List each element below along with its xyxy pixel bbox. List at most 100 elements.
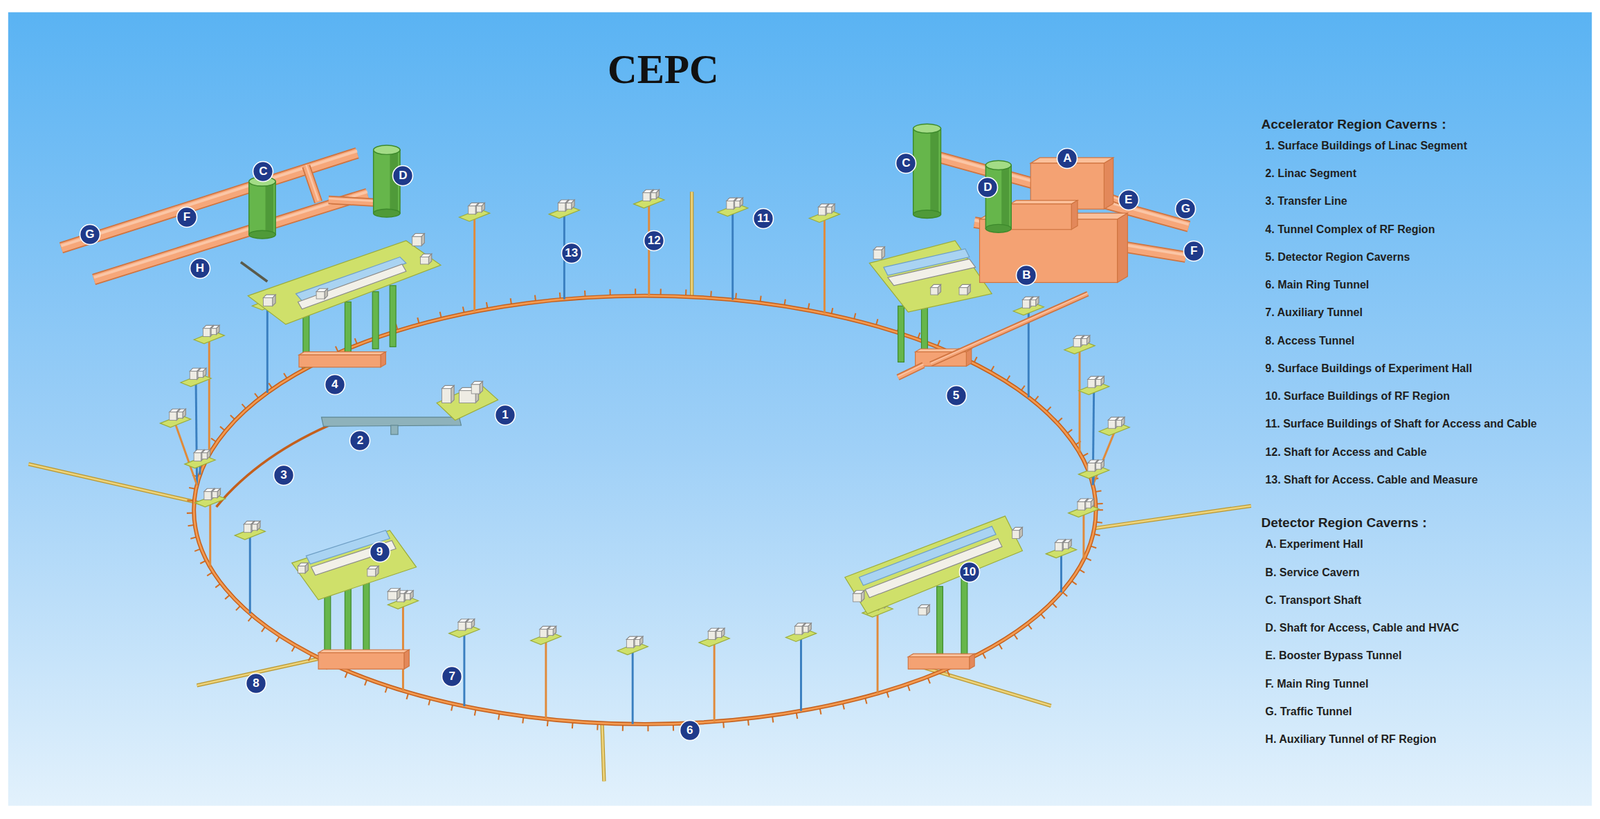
- surface-pad: [436, 383, 498, 421]
- vertical-shaft: [898, 305, 905, 362]
- cavern-block: [298, 352, 386, 356]
- access-tunnel: [689, 191, 694, 296]
- shaft-cylinder-shade: [1001, 165, 1009, 229]
- long-building: [311, 540, 396, 576]
- access-tunnel: [1094, 505, 1252, 529]
- building: [642, 193, 650, 202]
- access-tunnel: [28, 464, 199, 504]
- cavern-block: [969, 653, 975, 670]
- building: [926, 604, 930, 616]
- building: [451, 385, 454, 403]
- access-tunnel: [690, 191, 693, 296]
- list-item: G. Traffic Tunnel: [1265, 705, 1352, 719]
- shaft-line: [473, 218, 476, 313]
- building: [177, 412, 183, 419]
- building: [193, 453, 201, 462]
- building: [466, 622, 472, 629]
- main-ring-tunnel-segment: [60, 152, 358, 248]
- building: [202, 453, 207, 460]
- building: [826, 206, 832, 214]
- cavern-block: [318, 649, 409, 653]
- access-tunnel: [915, 665, 1052, 706]
- callout-number: D: [391, 168, 414, 183]
- shaft-line: [208, 503, 212, 567]
- list-item: 10. Surface Buildings of RF Region: [1265, 390, 1450, 403]
- shaft-cylinder-shade: [930, 128, 939, 215]
- list-item: 1. Surface Buildings of Linac Segment: [1265, 139, 1468, 153]
- list-item: 9. Surface Buildings of Experiment Hall: [1265, 362, 1472, 376]
- building: [458, 622, 466, 631]
- cavern-block: [1071, 200, 1078, 230]
- building: [305, 563, 308, 574]
- building: [410, 591, 414, 600]
- cavern-block: [404, 649, 409, 670]
- callout-number: A: [1056, 151, 1079, 166]
- building: [1116, 420, 1122, 427]
- list-item: A. Experiment Hall: [1265, 538, 1363, 551]
- shaft-line: [1078, 350, 1081, 453]
- callout-number: B: [1015, 268, 1038, 283]
- callout-number: 8: [244, 676, 268, 691]
- callout-number: D: [976, 180, 999, 195]
- building: [421, 233, 425, 247]
- building: [881, 247, 885, 260]
- linac-group: [216, 381, 499, 507]
- cavern-block: [1117, 213, 1129, 283]
- shaft-line: [800, 638, 803, 712]
- list-item: H. Auxiliary Tunnel of RF Region: [1265, 733, 1436, 747]
- shaft-cylinder: [913, 128, 942, 215]
- building: [831, 204, 835, 214]
- list-item: 8. Access Tunnel: [1265, 334, 1355, 348]
- building: [1077, 501, 1085, 511]
- building: [1090, 498, 1094, 508]
- building: [1086, 335, 1090, 345]
- callout-number: 2: [348, 433, 371, 448]
- list-item: 4. Tunnel Complex of RF Region: [1265, 223, 1435, 236]
- callout-number: 11: [752, 211, 775, 226]
- building: [251, 524, 257, 531]
- callout-circle: 8: [244, 672, 268, 695]
- shaft-line: [1092, 432, 1115, 486]
- building: [548, 629, 553, 636]
- callout-circle: 5: [945, 384, 968, 407]
- transfer-line: [216, 421, 340, 508]
- callout-number: 1: [494, 408, 517, 423]
- callout-number: G: [1174, 202, 1197, 216]
- cable-stub: [240, 262, 268, 282]
- building: [918, 608, 927, 616]
- callout-number: H: [188, 261, 212, 276]
- building: [404, 593, 410, 600]
- access-tunnel: [602, 722, 605, 783]
- building: [739, 197, 743, 207]
- shaft-line: [544, 641, 547, 720]
- shaft-line: [1060, 555, 1063, 593]
- building: [1062, 542, 1068, 549]
- callout-circle: F: [1182, 240, 1205, 263]
- callout-circle: 6: [678, 719, 702, 742]
- building: [860, 591, 864, 603]
- building: [471, 384, 480, 394]
- building: [428, 253, 432, 265]
- surface-platform: [844, 516, 1023, 670]
- cavern-block: [1103, 157, 1113, 209]
- building: [1019, 527, 1023, 539]
- callout-circle: G: [78, 223, 102, 246]
- building: [412, 236, 422, 246]
- building: [721, 628, 724, 638]
- callout-number: 10: [958, 565, 981, 580]
- building: [1087, 462, 1095, 472]
- building: [324, 288, 328, 299]
- callout-circle: 12: [642, 229, 666, 252]
- rf-tunnel-complex: [60, 145, 400, 282]
- main-ring-tunnel: [193, 296, 1096, 725]
- cavern-block: [318, 653, 405, 670]
- building: [481, 202, 485, 212]
- building: [243, 524, 251, 533]
- callout-number: C: [894, 156, 917, 171]
- building: [197, 371, 203, 378]
- long-building: [865, 539, 1003, 599]
- main-ring-tunnel-segment: [60, 152, 358, 248]
- surface-platform: [292, 530, 417, 670]
- list-item: 2. Linac Segment: [1265, 167, 1357, 180]
- building: [795, 626, 803, 635]
